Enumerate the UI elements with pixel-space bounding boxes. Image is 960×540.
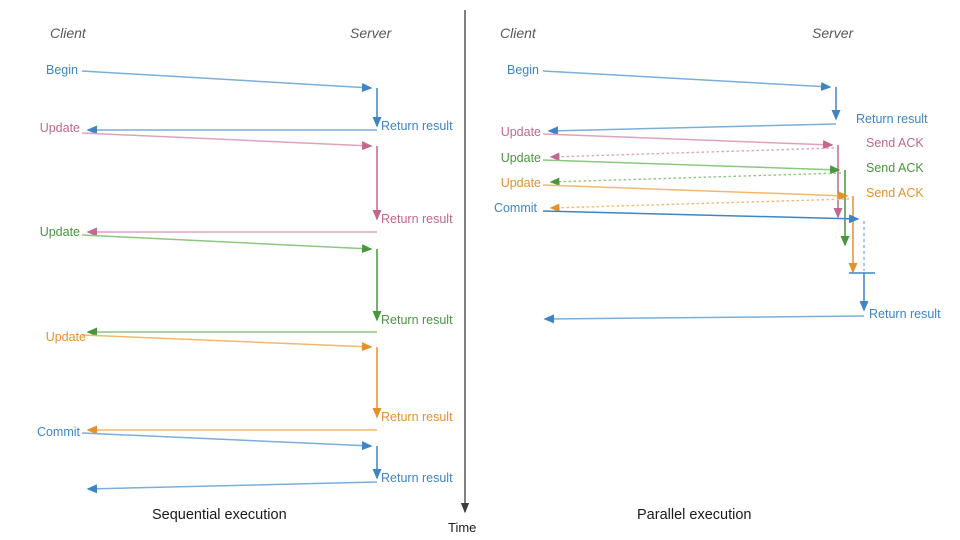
sequential-caption: Sequential execution (152, 507, 287, 523)
seq-flow-update-1 (81, 132, 382, 237)
sequential-panel-arrows (81, 70, 382, 494)
par-client-label-begin: Begin (507, 63, 539, 77)
par-server-label-ack-2: Send ACK (866, 161, 924, 175)
par-client-label-update-1: Update (500, 125, 541, 139)
par-flow-begin (542, 70, 841, 136)
seq-server-label-return-4: Return result (381, 410, 453, 424)
seq-header-client: Client (50, 25, 86, 41)
parallel-panel-arrows (542, 70, 875, 324)
seq-flow-commit (81, 432, 382, 494)
par-client-label-update-3: Update (500, 176, 541, 190)
par-client-label-commit: Commit (493, 201, 537, 215)
seq-client-label-begin: Begin (46, 63, 78, 77)
par-server-label-ack-3: Send ACK (866, 186, 924, 200)
seq-client-label-commit: Commit (36, 425, 80, 439)
par-header-server: Server (812, 25, 854, 41)
par-server-label-return-2: Return result (869, 307, 941, 321)
time-axis-label: Time (448, 520, 477, 535)
seq-server-label-return-5: Return result (381, 471, 453, 485)
par-flow-update-1 (542, 133, 843, 219)
seq-header-server: Server (350, 25, 392, 41)
par-flow-update-2 (542, 159, 850, 247)
seq-flow-update-3 (81, 334, 382, 435)
par-flow-commit (542, 210, 875, 324)
par-client-label-update-2: Update (500, 151, 541, 165)
seq-flow-update-2 (81, 234, 382, 337)
seq-server-label-return-2: Return result (381, 212, 453, 226)
seq-flow-begin (81, 70, 382, 135)
seq-client-label-update-2: Update (39, 225, 80, 239)
seq-server-label-return-1: Return result (381, 119, 453, 133)
seq-client-label-update-1: Update (39, 121, 80, 135)
par-flow-update-3 (542, 184, 858, 274)
seq-server-label-return-3: Return result (381, 313, 453, 327)
par-server-label-ack-1: Send ACK (866, 136, 924, 150)
par-header-client: Client (500, 25, 536, 41)
par-server-label-return-1: Return result (856, 112, 928, 126)
seq-client-label-update-3: Update (45, 330, 86, 344)
parallel-caption: Parallel execution (637, 507, 752, 523)
